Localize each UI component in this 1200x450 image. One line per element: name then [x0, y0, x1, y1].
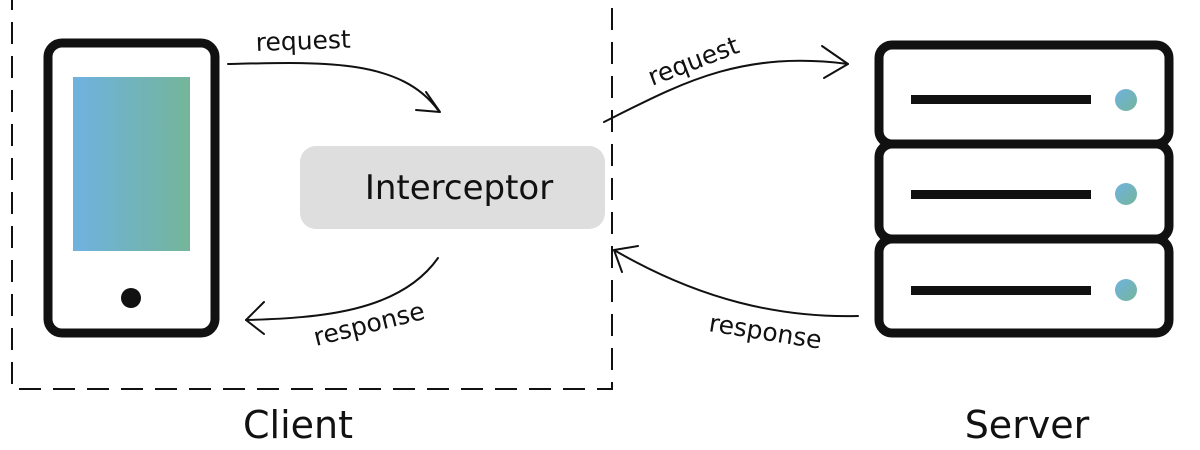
server-unit [874, 40, 1174, 149]
interceptor-node: Interceptor [300, 146, 605, 229]
client-boundary [11, 0, 613, 390]
client-group-label: Client [243, 403, 353, 447]
server-led-icon [1115, 279, 1137, 301]
server-response-arrow [613, 245, 859, 318]
client-response-arrow [245, 257, 439, 335]
server-unit [874, 139, 1174, 244]
server-unit [874, 234, 1174, 338]
smartphone-icon [43, 38, 220, 338]
server-response-label: response [707, 308, 824, 354]
interceptor-label: Interceptor [365, 168, 553, 208]
server-led-icon [1115, 89, 1137, 111]
server-led-icon [1115, 183, 1137, 205]
server-request-label: request [644, 30, 743, 91]
client-request-arrow [227, 62, 441, 113]
server-rack-icon [874, 40, 1174, 338]
server-group-label: Server [965, 403, 1090, 447]
client-request-label: request [255, 25, 351, 57]
server-request-arrow [603, 45, 849, 123]
phone-home-button [121, 288, 141, 308]
phone-screen [73, 77, 190, 251]
